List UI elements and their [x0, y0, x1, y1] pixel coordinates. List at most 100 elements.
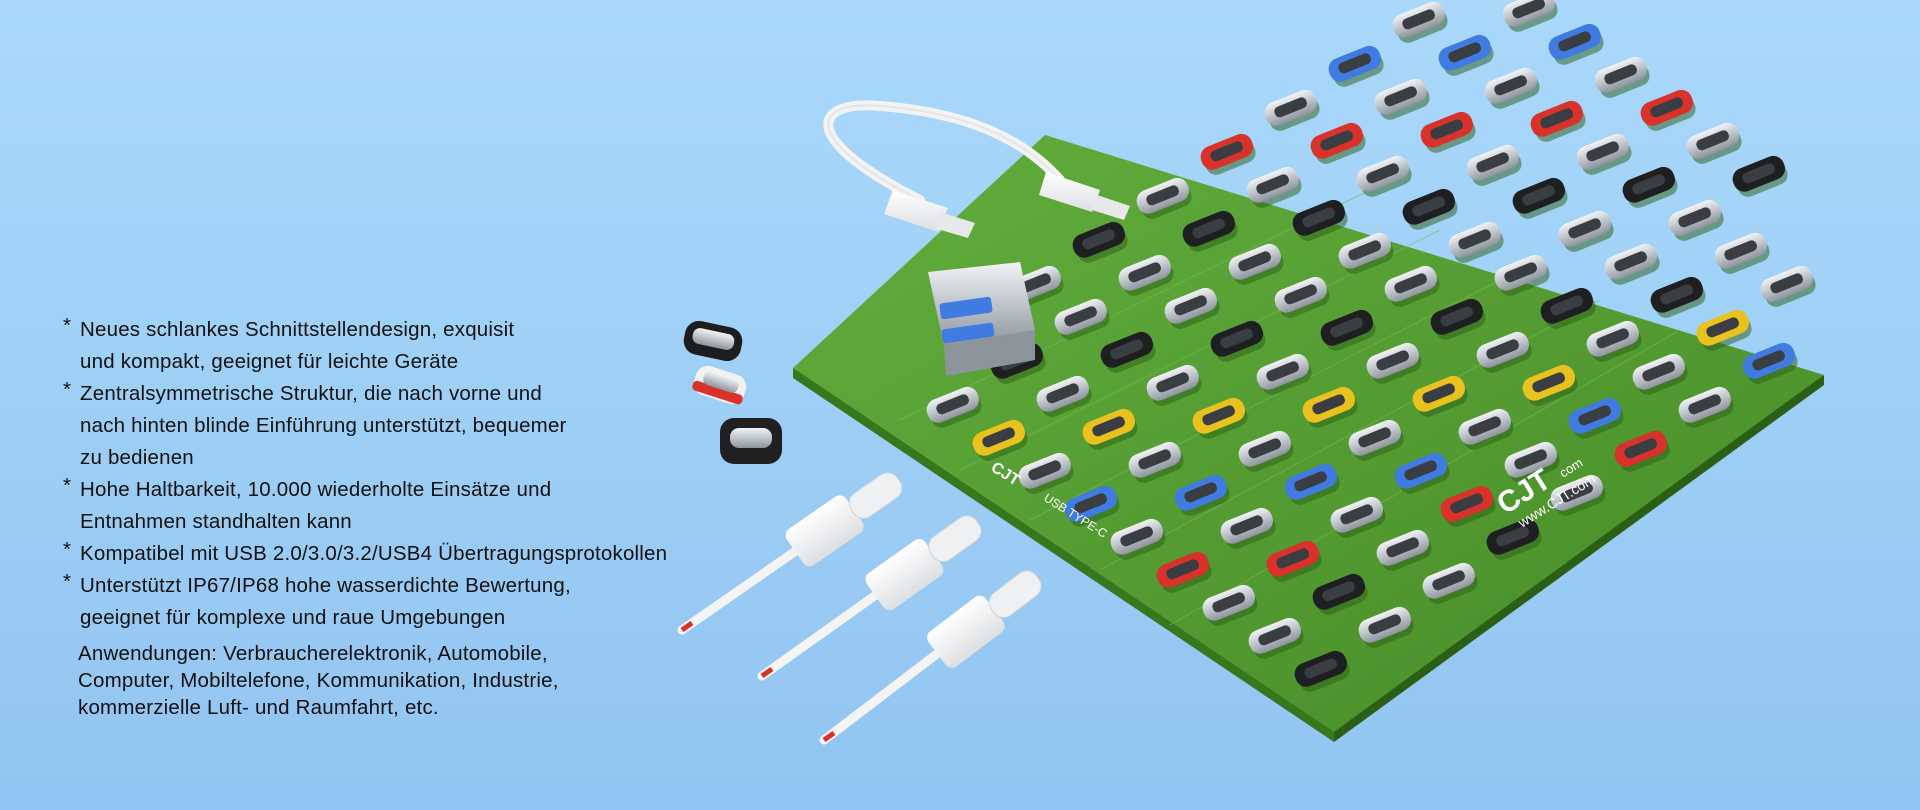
usb-c-receptacle: [1622, 166, 1678, 208]
usb-c-receptacle: [1484, 67, 1540, 109]
usb-c-receptacle: [1238, 430, 1294, 472]
feature-text: Hohe Haltbarkeit, 10.000 wiederholte Ein…: [80, 478, 552, 533]
feature-item: * Zentralsymmetrische Struktur, die nach…: [63, 378, 783, 474]
feature-item: * Kompatibel mit USB 2.0/3.0/3.2/USB4 Üb…: [63, 538, 783, 570]
usb-c-receptacle: [1742, 342, 1798, 384]
usb-c-receptacle: [1384, 265, 1440, 307]
usb-c-receptacle: [1082, 408, 1138, 450]
usb-c-receptacle: [1550, 474, 1606, 516]
usb-c-receptacle: [1448, 221, 1504, 263]
usb-c-receptacle: [1246, 166, 1302, 208]
usb-a-stack-receptacle: [928, 262, 1035, 376]
usb-c-receptacle: [1422, 562, 1478, 604]
usb-c-receptacle: [1374, 78, 1430, 120]
usb-c-receptacle: [1650, 276, 1706, 318]
usb-c-receptacle: [1522, 364, 1578, 406]
usb-c-cables: [677, 472, 1042, 745]
usb-c-cable: [819, 570, 1042, 745]
usb-c-receptacle: [1458, 408, 1514, 450]
usb-c-receptacle: [1714, 232, 1770, 274]
usb-c-receptacle: [1576, 133, 1632, 175]
usb-c-receptacle: [1128, 441, 1184, 483]
usb-c-receptacle: [1292, 199, 1348, 241]
usb-c-receptacle: [1376, 529, 1432, 571]
usb-c-receptacle: [1118, 254, 1174, 296]
usb-c-receptacle: [1266, 540, 1322, 582]
usb-c-receptacle: [1512, 177, 1568, 219]
usb-c-receptacle: [1220, 507, 1276, 549]
usb-c-receptacle: [1486, 518, 1542, 560]
usb-c-receptacle: [1402, 188, 1458, 230]
usb-c-receptacle: [1466, 144, 1522, 186]
usb-c-receptacle: [1054, 298, 1110, 340]
usb-c-receptacle: [1284, 463, 1340, 505]
usb-c-receptacle: [1146, 364, 1202, 406]
usb-c-receptacle: [1192, 397, 1248, 439]
usb-c-receptacle: [926, 386, 982, 428]
usb-c-receptacle: [1640, 89, 1696, 131]
usb-c-receptacle: [1696, 309, 1752, 351]
feature-text: Kompatibel mit USB 2.0/3.0/3.2/USB4 Über…: [80, 542, 668, 565]
usb-c-receptacle: [1586, 320, 1642, 362]
usb-c-receptacle: [1440, 485, 1496, 527]
usb-c-receptacle: [1164, 287, 1220, 329]
usb-c-receptacle: [1264, 89, 1320, 131]
usb-c-receptacle: [1502, 0, 1558, 32]
connector-grid: [926, 0, 1816, 692]
usb-c-receptacle: [1678, 386, 1734, 428]
usb-c-receptacle: [1604, 243, 1660, 285]
usb-c-receptacle: [1310, 122, 1366, 164]
usb-c-receptacle: [1320, 309, 1376, 351]
usb-c-receptacle: [1156, 551, 1212, 593]
usb-c-receptacle: [1540, 287, 1596, 329]
usb-c-receptacle: [1356, 155, 1412, 197]
usb-c-receptacle: [1558, 210, 1614, 252]
usb-c-receptacle: [1668, 199, 1724, 241]
feature-list: * Neues schlankes Schnittstellendesign, …: [63, 314, 783, 634]
usb-c-receptacle: [1100, 331, 1156, 373]
usb-c-receptacle: [1338, 232, 1394, 274]
usb-c-receptacle: [1200, 133, 1256, 175]
feature-item: * Neues schlankes Schnittstellendesign, …: [63, 314, 783, 378]
usb-c-receptacle: [1568, 397, 1624, 439]
usb-c-receptacle: [1072, 221, 1128, 263]
feature-text: Neues schlankes Schnittstellendesign, ex…: [80, 318, 515, 373]
usb-c-receptacle: [1394, 452, 1450, 494]
usb-c-receptacle: [1302, 386, 1358, 428]
usb-c-receptacle: [1392, 1, 1448, 43]
feature-item: * Hohe Haltbarkeit, 10.000 wiederholte E…: [63, 474, 783, 538]
usb-c-receptacle: [1614, 430, 1670, 472]
usb-c-receptacle: [1686, 122, 1742, 164]
usb-c-receptacle: [1036, 375, 1092, 417]
usb-c-receptacle: [1328, 45, 1384, 87]
usb-c-receptacle: [1430, 298, 1486, 340]
usb-c-receptacle: [1064, 485, 1120, 527]
loose-receptacles: [683, 320, 782, 464]
usb-c-cable: [757, 515, 982, 681]
usb-c-receptacle: [1202, 584, 1258, 626]
usb-c-receptacle: [1760, 265, 1816, 307]
usb-c-receptacle: [1256, 353, 1312, 395]
usb-c-receptacle: [1228, 243, 1284, 285]
usb-c-receptacle: [1248, 617, 1304, 659]
usb-c-receptacle: [1358, 606, 1414, 648]
feature-item: * Unterstützt IP67/IP68 hohe wasserdicht…: [63, 570, 783, 634]
feature-text: Unterstützt IP67/IP68 hohe wasserdichte …: [80, 574, 571, 629]
usb-c-receptacle: [1366, 342, 1422, 384]
usb-c-receptacle: [1504, 441, 1560, 483]
usb-c-receptacle: [1174, 474, 1230, 516]
usb-c-receptacle: [1476, 331, 1532, 373]
usb-c-receptacle: [1182, 210, 1238, 252]
usb-c-receptacle: [1348, 419, 1404, 461]
usb-c-receptacle: [1530, 100, 1586, 142]
usb-c-receptacle: [1548, 23, 1604, 65]
usb-c-receptacle: [1494, 254, 1550, 296]
usb-c-receptacle: [1294, 650, 1350, 692]
usb-c-receptacle: [1632, 353, 1688, 395]
usb-c-receptacle: [1438, 34, 1494, 76]
usb-c-receptacle: [1312, 573, 1368, 615]
usb-c-receptacle: [1110, 518, 1166, 560]
usb-c-receptacle: [1018, 452, 1074, 494]
usb-c-receptacle: [972, 419, 1028, 461]
